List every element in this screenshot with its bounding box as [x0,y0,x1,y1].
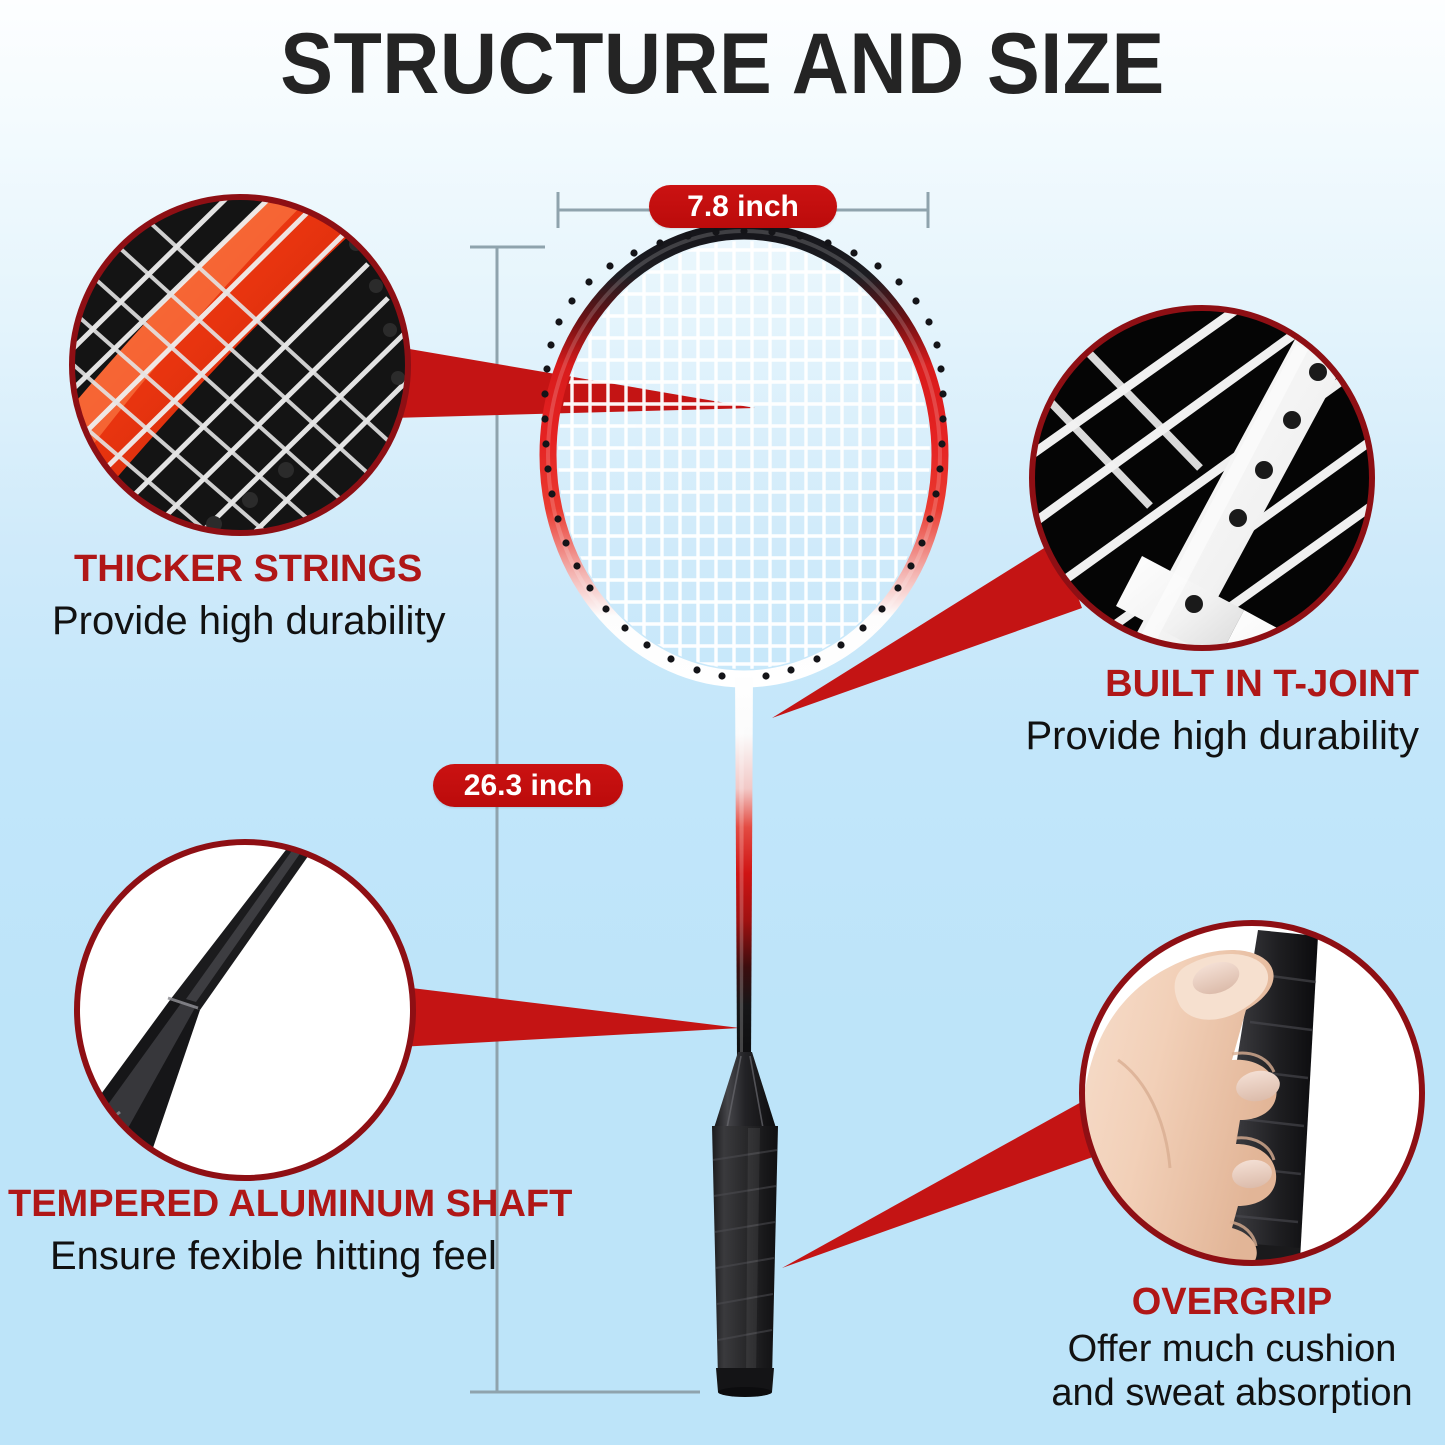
callout-subtitle-built-in-t-joint: Provide high durability [1025,713,1419,758]
inset-built-in-t-joint [1029,305,1375,651]
dimension-badge-width: 7.8 inch [649,185,837,228]
inset-tempered-aluminum-shaft [74,839,416,1181]
callout-title-thicker-strings: THICKER STRINGS [74,548,423,590]
dimension-line-height [470,245,700,1394]
callout-built-in-t-joint: BUILT IN T-JOINT Provide high durability [1025,663,1445,758]
dimension-badge-height: 26.3 inch [433,764,623,807]
callout-tempered-aluminum-shaft: TEMPERED ALUMINUM SHAFT Ensure fexible h… [8,1183,572,1278]
dimension-line-width [556,192,930,228]
callout-subtitle-tempered-aluminum-shaft: Ensure fexible hitting feel [50,1233,497,1278]
racket-cone [714,1052,776,1128]
racket-shaft [735,672,753,1060]
racket-main [539,222,949,1397]
callout-thicker-strings: THICKER STRINGS Provide high durability [52,548,446,643]
wedge-built-in-t-joint [772,540,1082,718]
callout-subtitle-overgrip-line1: Offer much cushion [1067,1327,1397,1370]
callout-title-built-in-t-joint: BUILT IN T-JOINT [1105,663,1419,705]
callout-title-tempered-aluminum-shaft: TEMPERED ALUMINUM SHAFT [8,1183,573,1225]
racket-grommets [541,227,947,682]
racket-butt-cap [716,1368,774,1392]
wedge-tempered-aluminum-shaft [395,986,740,1047]
inset-overgrip [1079,920,1425,1266]
callout-subtitle-thicker-strings: Provide high durability [52,598,446,643]
callout-wedges [386,345,1118,1268]
callout-title-overgrip: OVERGRIP [1131,1281,1333,1323]
thumbnail [1192,961,1240,995]
callout-subtitle-overgrip-line2: and sweat absorption [1051,1372,1413,1415]
callout-overgrip: OVERGRIP Offer much cushion and sweat ab… [1051,1281,1412,1413]
page-title: STRUCTURE AND SIZE [280,16,1165,112]
wedge-overgrip [782,1090,1118,1268]
